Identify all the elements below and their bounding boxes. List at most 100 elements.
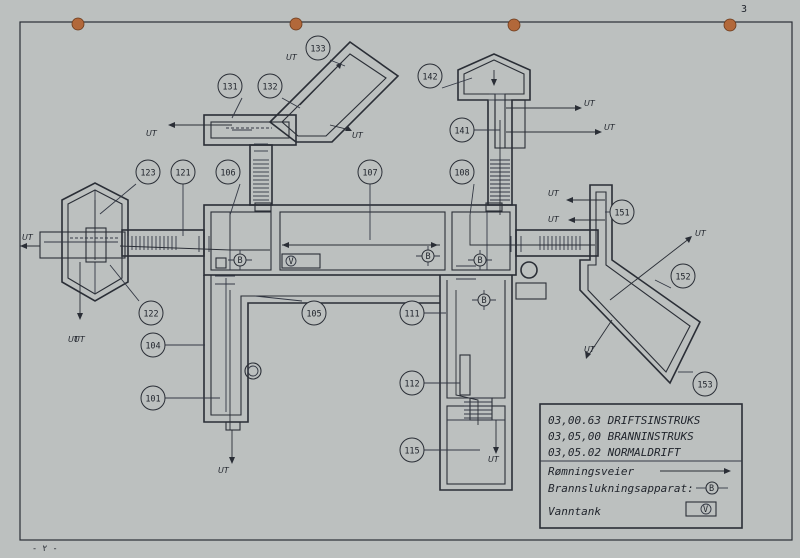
room-circle-132 xyxy=(257,73,283,99)
room-label-133: 133 xyxy=(310,45,325,55)
room-label-132: 132 xyxy=(262,83,277,93)
room-circle-133 xyxy=(305,35,331,61)
extinguisher-legend-symbol: B xyxy=(709,484,714,494)
room-label-153: 153 xyxy=(697,381,712,391)
room-circle-105 xyxy=(301,300,327,326)
room-label-151: 151 xyxy=(614,209,629,219)
legend-extinguisher: Brannslukningsapparat: xyxy=(548,482,694,495)
escape-routes xyxy=(20,63,691,462)
sheet-border xyxy=(19,21,793,541)
room-circle-112 xyxy=(399,370,425,396)
room-circle-122 xyxy=(138,300,164,326)
room-label-115: 115 xyxy=(404,447,419,457)
room-circle-142 xyxy=(417,63,443,89)
room-label-104: 104 xyxy=(145,342,160,352)
room-label-107: 107 xyxy=(362,169,377,179)
leader-line-132 xyxy=(281,97,301,109)
title-line-1: 03,00.63 DRIFTSINSTRUKS xyxy=(548,414,701,427)
central-block xyxy=(203,202,517,276)
extinguisher-symbol-3: B xyxy=(477,256,482,266)
water-tank-round-icon xyxy=(520,261,538,279)
exit-label-11: UT xyxy=(695,229,707,238)
room-label-131: 131 xyxy=(222,83,237,93)
room-circle-111 xyxy=(399,300,425,326)
leader-line-133 xyxy=(329,59,346,67)
room-circle-121 xyxy=(170,159,196,185)
water-tank-legend-icon xyxy=(685,501,717,517)
room-label-101: 101 xyxy=(145,395,160,405)
left-hexagon-block xyxy=(39,182,129,302)
room-label-111: 111 xyxy=(404,310,419,320)
leader-line-152 xyxy=(654,279,672,289)
exit-label-12: UT xyxy=(584,345,596,354)
room-circle-123 xyxy=(135,159,161,185)
room-label-141: 141 xyxy=(454,127,469,137)
room-circle-107 xyxy=(357,159,383,185)
pin-3 xyxy=(507,18,521,32)
exit-label-3: UT xyxy=(488,455,500,464)
exit-label-2: UT xyxy=(218,466,230,475)
top-left-wing xyxy=(203,40,400,206)
leader-line-106 xyxy=(229,183,241,216)
room-label-105: 105 xyxy=(306,310,321,320)
exit-label-9: UT xyxy=(548,189,560,198)
leader-line-142 xyxy=(441,77,473,89)
extinguisher-symbol-0: B xyxy=(237,256,242,266)
water-tank-symbol: V xyxy=(288,257,293,267)
room-circle-101 xyxy=(140,385,166,411)
route-arrowheads xyxy=(20,62,692,464)
room-circle-141 xyxy=(449,117,475,143)
room-label-152: 152 xyxy=(675,273,690,283)
leader-line-105 xyxy=(254,295,303,302)
extinguisher-icon-0 xyxy=(233,253,247,267)
exit-label-13: UT xyxy=(74,335,86,344)
exit-label-5: UT xyxy=(604,123,616,132)
room-label-123: 123 xyxy=(140,169,155,179)
leader-line-122 xyxy=(109,264,140,302)
room-circle-106 xyxy=(215,159,241,185)
round-hatch-icon xyxy=(244,362,262,380)
pin-1 xyxy=(71,17,85,31)
water-tank-icon xyxy=(281,253,321,269)
right-lower-block xyxy=(439,275,513,491)
exit-label-0: UT xyxy=(22,233,34,242)
room-circle-115 xyxy=(399,437,425,463)
title-block: 03,00.63 DRIFTSINSTRUKS 03,05,00 BRANNIN… xyxy=(539,403,743,529)
water-tank-legend-symbol: V xyxy=(703,505,708,515)
room-label-142: 142 xyxy=(422,73,437,83)
legend-water-tank: Vanntank xyxy=(548,505,601,518)
corner-mark: - ٢ - xyxy=(32,544,58,554)
extinguisher-icon-2 xyxy=(477,293,491,307)
room-label-122: 122 xyxy=(143,310,158,320)
doors xyxy=(198,93,522,285)
leader-line-108 xyxy=(469,183,475,216)
legend-escape-routes: Rømningsveier xyxy=(548,465,634,478)
room-circle-104 xyxy=(140,332,166,358)
right-wing xyxy=(515,184,702,385)
exit-label-1: UT xyxy=(68,335,80,344)
room-label-106: 106 xyxy=(220,169,235,179)
leader-line-131 xyxy=(231,97,243,119)
pin-4 xyxy=(723,18,737,32)
pin-2 xyxy=(289,17,303,31)
exit-label-7: UT xyxy=(352,131,364,140)
exit-label-4: UT xyxy=(584,99,596,108)
title-line-3: 03,05.02 NORMALDRIFT xyxy=(548,446,682,459)
room-circle-153 xyxy=(692,371,718,397)
extinguisher-icon-1 xyxy=(421,249,435,263)
exit-label-8: UT xyxy=(286,53,298,62)
extinguisher-icon-3 xyxy=(473,253,487,267)
title-line-2: 03,05,00 BRANNINSTRUKS xyxy=(548,430,694,443)
room-circle-152 xyxy=(670,263,696,289)
room-circle-108 xyxy=(449,159,475,185)
leader-line-123 xyxy=(99,183,137,215)
exit-label-6: UT xyxy=(146,129,158,138)
corridor-121 xyxy=(121,229,205,257)
room-circle-151 xyxy=(609,199,635,225)
extinguisher-symbol-1: B xyxy=(425,252,430,262)
page-number: 3 xyxy=(741,4,747,15)
corridor-104 xyxy=(203,275,440,431)
room-label-121: 121 xyxy=(175,169,190,179)
